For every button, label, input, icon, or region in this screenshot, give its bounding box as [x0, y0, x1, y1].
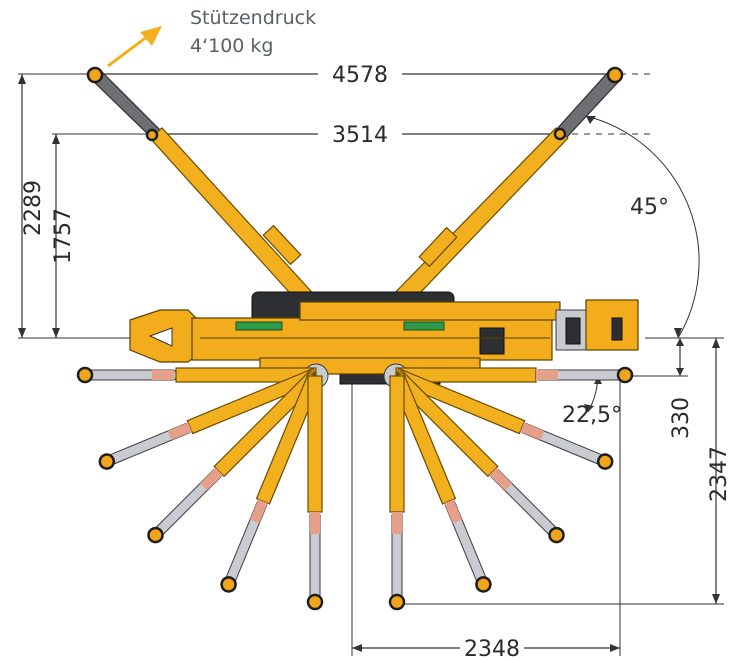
support-pressure-annotation: Stützendruck 4‘100 kg — [107, 7, 316, 68]
dim-front-angle-label: 45° — [630, 195, 669, 220]
front-right-inner-pad — [553, 127, 567, 141]
dim-front-angle: 45° — [585, 115, 700, 339]
rear-left-outriggers — [76, 366, 324, 611]
front-left-pad — [86, 66, 104, 84]
annotation-label: Stützendruck — [190, 7, 316, 29]
dim-outer-height: 2289 — [18, 73, 130, 339]
dim-inner-height-label: 1757 — [51, 208, 76, 264]
dim-rear-width: 2348 — [351, 376, 621, 660]
dim-rear-offset-label: 330 — [669, 397, 694, 439]
dim-rear-depth-label: 2347 — [707, 446, 732, 502]
front-right-pad — [606, 66, 624, 84]
front-left-outrigger — [86, 66, 331, 323]
dim-rear-offset: 330 — [622, 337, 694, 439]
dim-rear-angle: 22,5° — [562, 375, 622, 428]
dim-outer-height-label: 2289 — [21, 180, 46, 236]
dim-inner-height: 1757 — [51, 133, 150, 338]
dim-rear-width-label: 2348 — [464, 637, 520, 660]
front-left-inner-pad — [145, 128, 159, 142]
rear-right-outriggers — [388, 366, 634, 611]
dim-inner-span-label: 3514 — [332, 123, 388, 148]
dim-rear-depth: 2347 — [398, 337, 732, 605]
dim-rear-angle-label: 22,5° — [562, 403, 622, 428]
annotation-arrow — [107, 34, 149, 68]
annotation-value: 4‘100 kg — [190, 35, 274, 57]
dim-outer-span-label: 4578 — [332, 63, 388, 88]
dim-inner-span: 3514 — [150, 123, 652, 148]
dim-outer-span: 4578 — [95, 63, 652, 88]
arrow-head-icon — [140, 26, 162, 46]
front-right-outrigger — [381, 66, 624, 319]
